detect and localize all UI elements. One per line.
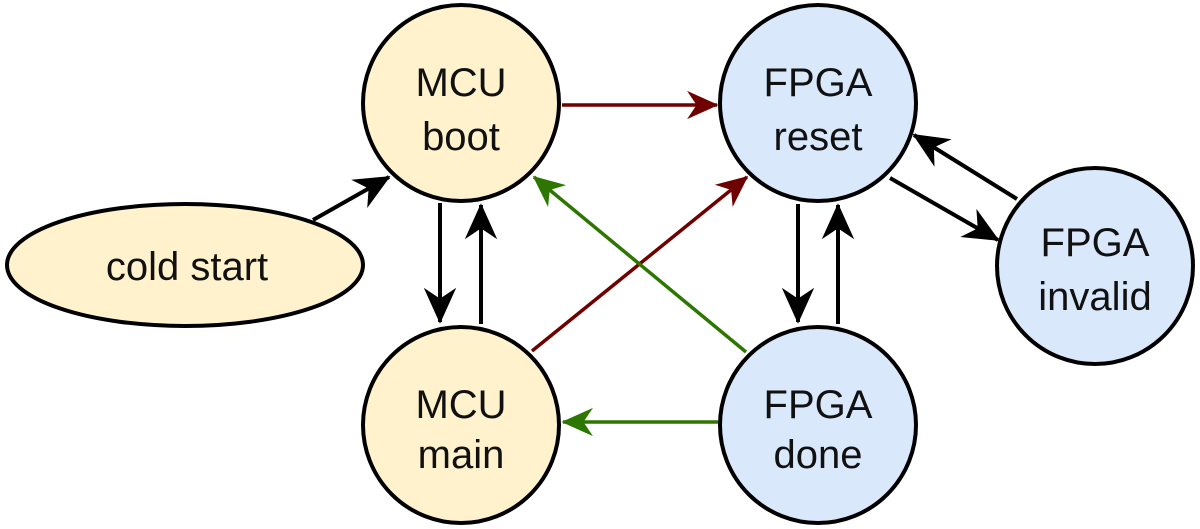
node-cold-start[interactable]: cold start [5,202,365,328]
node-label-line1: MCU [415,383,506,427]
node-label-line1: FPGA [1041,221,1150,265]
node-label-line2: main [418,433,505,477]
edge-fpga-reset-to-fpga-invalid [889,176,1000,242]
node-label-line2: done [774,433,863,477]
node-label-line2: reset [774,115,863,159]
edge-fpga-invalid-to-fpga-reset [912,133,1019,201]
node-label-line1: FPGA [764,61,873,105]
node-fpga-done[interactable]: FPGA done [718,325,918,525]
node-label-line2: boot [422,115,500,159]
node-label-line1: MCU [415,61,506,105]
node-fpga-invalid[interactable]: FPGA invalid [995,166,1195,366]
node-label-line2: invalid [1038,275,1151,319]
edges [312,90,1019,437]
node-label-line1: FPGA [764,383,873,427]
edge-cold-start-to-mcu-boot [312,175,391,222]
node-fpga-reset[interactable]: FPGA reset [718,3,918,203]
node-mcu-boot[interactable]: MCU boot [361,3,561,203]
node-label: cold start [106,245,268,289]
edge-fpga-done-to-mcu-boot [532,175,748,354]
node-mcu-main[interactable]: MCU main [361,325,561,525]
